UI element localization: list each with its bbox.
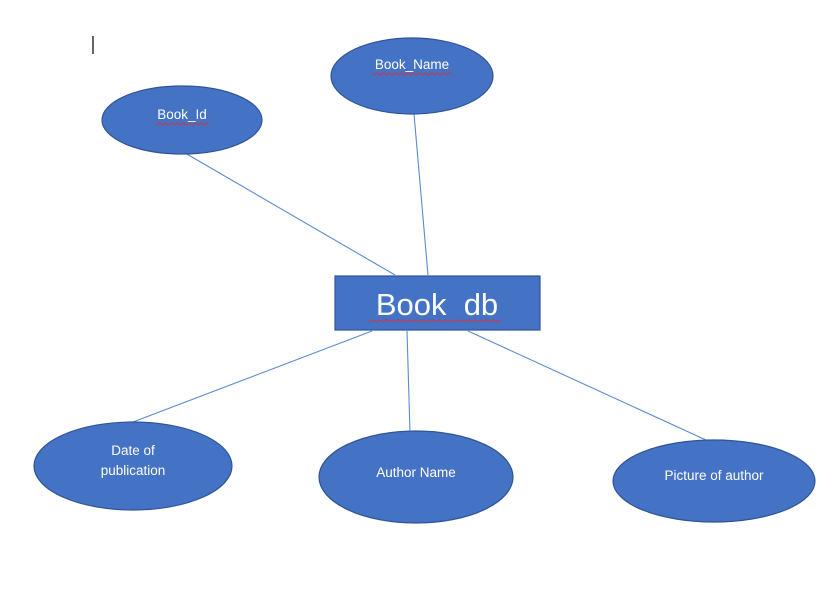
attribute-label-line2: publication (101, 463, 166, 478)
connector-author-name (406, 330, 411, 433)
attribute-label: Book_Id (157, 107, 207, 122)
attribute-book-name[interactable]: Book_Name (330, 37, 494, 115)
connector-date-of-publication (132, 330, 373, 423)
attribute-label: Book_Name (375, 57, 449, 72)
entity-label: Book db (376, 287, 498, 322)
attribute-author-name[interactable]: Author Name (318, 430, 514, 524)
spellcheck-underline (154, 122, 210, 126)
attribute-ellipse (101, 85, 263, 155)
attribute-picture-of-author[interactable]: Picture of author (612, 439, 816, 523)
attribute-date-of-publication[interactable]: Date of publication (33, 421, 233, 511)
attribute-ellipse (612, 439, 816, 523)
spellcheck-underline (368, 319, 502, 323)
attribute-ellipse (33, 421, 233, 511)
attribute-label: Picture of author (664, 468, 764, 483)
entity-book-db[interactable]: Book db (334, 275, 541, 331)
connector-book-id (184, 152, 396, 276)
connector-picture-of-author (467, 330, 707, 441)
attribute-ellipse (318, 430, 514, 524)
connector-book-name (413, 113, 429, 276)
spellcheck-underline (372, 72, 452, 76)
attribute-label: Author Name (376, 465, 456, 480)
attribute-label-line1: Date of (111, 443, 155, 458)
attribute-book-id[interactable]: Book_Id (101, 85, 263, 155)
attribute-ellipse (330, 37, 494, 115)
